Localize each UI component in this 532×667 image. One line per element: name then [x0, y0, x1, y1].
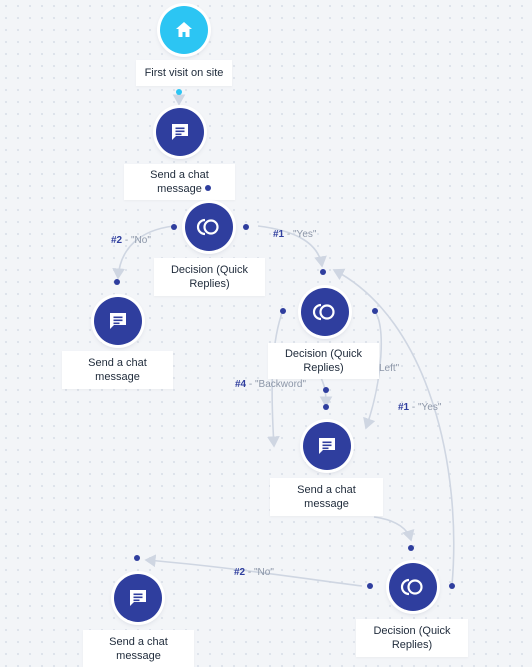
home-icon — [176, 22, 192, 37]
output-port[interactable] — [372, 308, 378, 314]
decision-node-1-label: Decision (Quick Replies) — [154, 258, 265, 296]
decision-node-3-label: Decision (Quick Replies) — [356, 619, 468, 657]
input-port[interactable] — [323, 404, 329, 410]
decision-node-2-label: Decision (Quick Replies) — [268, 343, 379, 379]
chat-node-1-label: Send a chat message — [124, 164, 235, 200]
start-node-label: First visit on site — [136, 60, 232, 86]
edge-d3-no — [144, 554, 363, 587]
chat-message-icon — [319, 438, 335, 454]
chat-node-3[interactable] — [303, 422, 351, 470]
edge-label-d1-no: #2 - "No" — [111, 235, 151, 246]
decision-icon — [312, 303, 335, 321]
decision-node-3[interactable] — [389, 563, 437, 611]
edge-label-d1-yes: #1 - "Yes" — [273, 229, 317, 240]
chat-message-icon — [172, 124, 188, 140]
edge-d1-no — [112, 225, 175, 280]
output-port[interactable] — [449, 583, 455, 589]
decision-icon — [400, 578, 423, 596]
edge-label-d3-yes: #1 - "Yes" — [398, 402, 442, 413]
edge-chat3-decision3 — [373, 516, 415, 542]
edge-label-d2-backword: #4 - "Backword" — [235, 379, 307, 390]
chat-node-2[interactable] — [94, 297, 142, 345]
chat-message-icon — [110, 313, 126, 329]
decision-node-2[interactable] — [301, 288, 349, 336]
output-port[interactable] — [280, 308, 286, 314]
chat-node-3-label: Send a chat message — [270, 478, 383, 516]
chat-node-4[interactable] — [114, 574, 162, 622]
input-port[interactable] — [320, 269, 326, 275]
input-port[interactable] — [134, 555, 140, 561]
decision-node-1[interactable] — [185, 203, 233, 251]
output-port[interactable] — [205, 185, 211, 191]
output-port[interactable] — [176, 89, 182, 95]
chat-message-icon — [130, 590, 146, 606]
chat-node-2-label: Send a chat message — [62, 351, 173, 389]
output-port[interactable] — [243, 224, 249, 230]
edge-d2-left — [363, 310, 383, 430]
edge-label-d3-no: #2 - "No" — [234, 567, 274, 578]
chat-node-4-label: Send a chat message — [83, 630, 194, 667]
decision-icon — [196, 218, 219, 236]
edge-d3-yes-loop — [332, 268, 455, 586]
output-port[interactable] — [367, 583, 373, 589]
input-port[interactable] — [408, 545, 414, 551]
output-port[interactable] — [323, 387, 329, 393]
input-port[interactable] — [114, 279, 120, 285]
edge-label-d2-left: Left" — [379, 363, 400, 374]
chat-node-1[interactable] — [156, 108, 204, 156]
input-port[interactable] — [171, 224, 177, 230]
start-node[interactable] — [160, 6, 208, 54]
edge-d1-yes — [257, 225, 327, 268]
